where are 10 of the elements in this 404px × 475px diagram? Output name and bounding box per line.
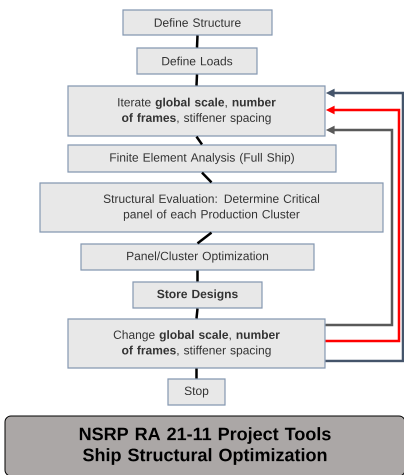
process-box: Panel/Cluster Optimization (80, 243, 315, 271)
process-box: Stop (167, 378, 226, 406)
process-box: Structural Evaluation: Determine Critical panel of each Production Cluster (39, 182, 384, 233)
title-banner: NSRP RA 21-11 Project Tools Ship Structural Optimization (4, 416, 404, 475)
process-box: Define Structure (122, 9, 273, 36)
process-box: Iterate global scale, number of frames, stiffener spacing (67, 85, 326, 137)
process-box: Change global scale, number of frames, stiffener spacing (67, 318, 326, 369)
process-box: Define Loads (136, 47, 258, 75)
process-box: Finite Element Analysis (Full Ship) (67, 144, 337, 173)
process-box: Store Designs (132, 281, 263, 309)
